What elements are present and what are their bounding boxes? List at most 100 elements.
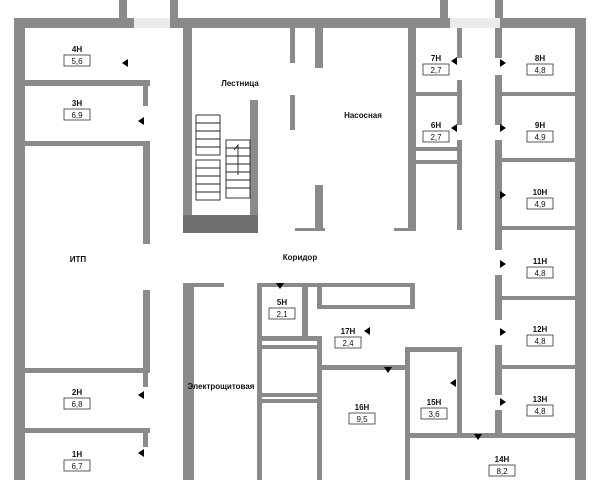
door-arrow-1H bbox=[138, 449, 144, 457]
door-arrow-15H bbox=[450, 379, 456, 387]
corridor-label: Коридор bbox=[283, 253, 318, 262]
room-area-box bbox=[63, 459, 91, 472]
small-room-walls bbox=[416, 28, 462, 230]
room-name: 9Н bbox=[535, 121, 545, 130]
room-area: 8,2 bbox=[496, 467, 508, 476]
room-area-box bbox=[526, 197, 554, 210]
room-area: 4,9 bbox=[534, 200, 546, 209]
door-arrow-13H bbox=[500, 398, 506, 406]
room-name: 8Н bbox=[535, 54, 545, 63]
room-name: 6Н bbox=[431, 121, 441, 130]
room-area-box bbox=[268, 307, 296, 320]
room-name: 2Н bbox=[72, 388, 82, 397]
pump-room-walls bbox=[295, 28, 416, 231]
room-area: 5,6 bbox=[71, 57, 83, 66]
door-arrow-12H bbox=[500, 328, 506, 336]
room-name: 4Н bbox=[72, 45, 82, 54]
door-arrow-9H bbox=[500, 124, 506, 132]
door-arrow-7H bbox=[451, 57, 457, 65]
room-tag-1H: 1Н6,7 bbox=[63, 450, 91, 472]
pump-room-label: Насосная bbox=[344, 111, 382, 120]
door-arrows bbox=[122, 57, 506, 457]
room-area-box bbox=[526, 266, 554, 279]
room-area-box bbox=[420, 407, 448, 420]
room-tag-5H: 5Н2,1 bbox=[268, 298, 296, 320]
right-room-walls bbox=[495, 28, 575, 437]
door-arrow-4H bbox=[122, 59, 128, 67]
room-area: 2,1 bbox=[276, 310, 288, 319]
room-name: 17Н bbox=[341, 327, 356, 336]
left-room-walls bbox=[25, 80, 150, 447]
room-area: 3,6 bbox=[428, 410, 440, 419]
room-area: 6,7 bbox=[71, 462, 83, 471]
door-arrow-8H bbox=[500, 59, 506, 67]
outer-walls bbox=[14, 0, 586, 480]
stairs-label: Лестница bbox=[221, 79, 259, 88]
room-area-box bbox=[422, 130, 450, 143]
space-labels: Лестница Насосная Коридор ИТП Электрощит… bbox=[70, 79, 382, 391]
room-name: 10Н bbox=[533, 188, 548, 197]
room-area: 2,7 bbox=[430, 66, 442, 75]
room-area: 4,8 bbox=[534, 269, 546, 278]
room-name: 11Н bbox=[533, 257, 547, 266]
room-area: 4,8 bbox=[534, 337, 546, 346]
door-arrow-11H bbox=[500, 260, 506, 268]
room-name: 12Н bbox=[533, 325, 548, 334]
door-arrow-2H bbox=[138, 391, 144, 399]
room-name: 13Н bbox=[533, 395, 548, 404]
room-area-box bbox=[422, 63, 450, 76]
room-name: 3Н bbox=[72, 99, 82, 108]
door-arrow-14H bbox=[474, 434, 482, 440]
room-area: 6,8 bbox=[71, 400, 83, 409]
room-area-box bbox=[348, 412, 376, 425]
room-area-box bbox=[526, 404, 554, 417]
room-area: 2,7 bbox=[430, 133, 442, 142]
room-tag-6H: 6Н2,7 bbox=[422, 121, 450, 143]
room-area: 2,4 bbox=[342, 339, 354, 348]
door-arrow-10H bbox=[500, 191, 506, 199]
room-area: 4,8 bbox=[534, 407, 546, 416]
stair-block bbox=[183, 28, 295, 233]
lower-middle-walls bbox=[183, 283, 575, 480]
room-tag-9H: 9Н4,9 bbox=[526, 121, 554, 143]
room-area-box bbox=[63, 54, 91, 67]
room-name: 15Н bbox=[427, 398, 442, 407]
itp-label: ИТП bbox=[70, 255, 87, 264]
room-area-box bbox=[63, 397, 91, 410]
room-tag-7H: 7Н2,7 bbox=[422, 54, 450, 76]
room-name: 16Н bbox=[355, 403, 370, 412]
room-name: 14Н bbox=[495, 455, 510, 464]
room-area: 6,9 bbox=[71, 111, 83, 120]
room-area-box bbox=[526, 63, 554, 76]
room-area-box bbox=[526, 334, 554, 347]
room-area-box bbox=[334, 336, 362, 349]
room-area-box bbox=[63, 108, 91, 121]
room-area-box bbox=[488, 464, 516, 477]
door-arrow-16H bbox=[384, 367, 392, 373]
room-name: 1Н bbox=[72, 450, 82, 459]
room-name: 7Н bbox=[431, 54, 441, 63]
room-name: 5Н bbox=[277, 298, 287, 307]
room-tag-3H: 3Н6,9 bbox=[63, 99, 91, 121]
switchboard-label: Электрощитовая bbox=[188, 382, 255, 391]
door-arrow-6H bbox=[451, 124, 457, 132]
room-area-box bbox=[526, 130, 554, 143]
door-arrow-3H bbox=[138, 117, 144, 125]
room-area: 4,9 bbox=[534, 133, 546, 142]
room-tag-2H: 2Н6,8 bbox=[63, 388, 91, 410]
room-tag-4H: 4Н5,6 bbox=[63, 45, 91, 67]
door-arrow-5H bbox=[276, 283, 284, 289]
room-area: 9,5 bbox=[356, 415, 368, 424]
room-area: 4,8 bbox=[534, 66, 546, 75]
room-tags: 1Н6,72Н6,83Н6,94Н5,65Н2,16Н2,77Н2,78Н4,8… bbox=[63, 45, 554, 477]
room-tag-8H: 8Н4,8 bbox=[526, 54, 554, 76]
